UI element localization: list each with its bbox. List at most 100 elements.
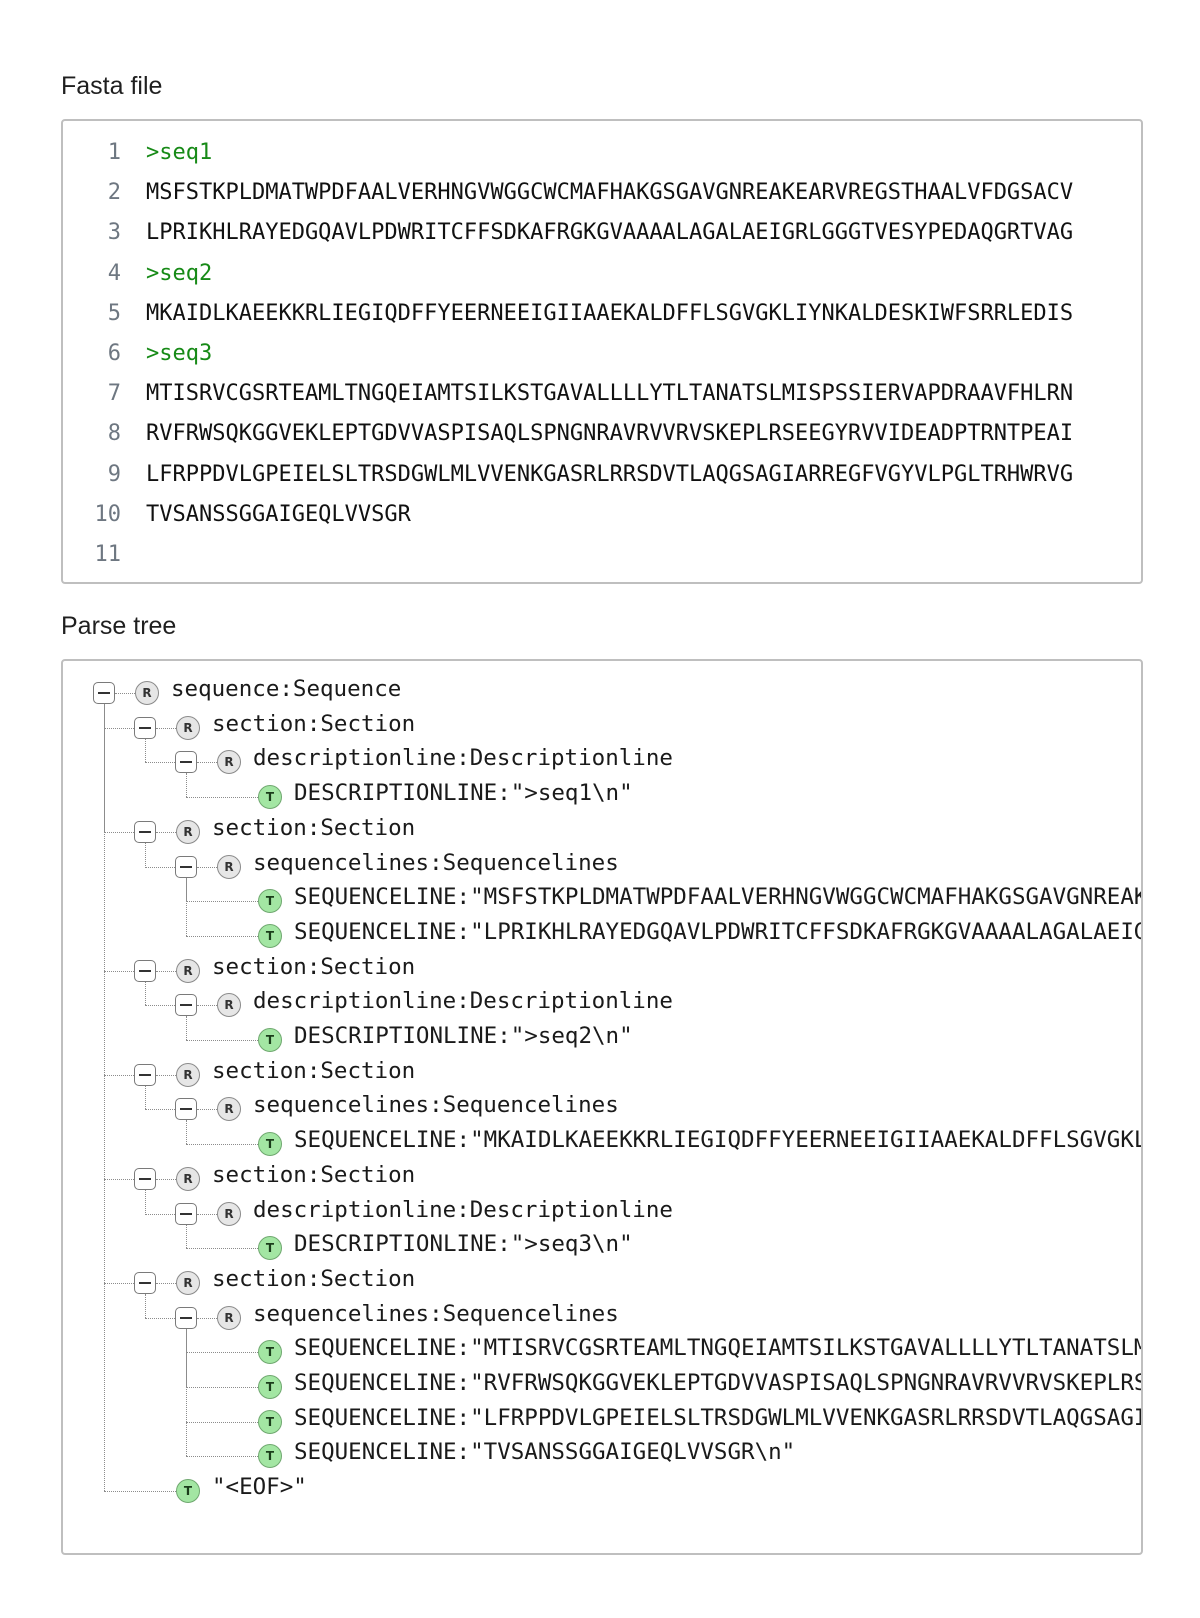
collapse-toggle[interactable] — [175, 1306, 197, 1329]
token-icon: T — [258, 889, 282, 914]
collapse-toggle[interactable] — [175, 994, 197, 1017]
node-label[interactable]: descriptionline:Descriptionline — [253, 1196, 673, 1223]
node-label[interactable]: "<EOF>" — [212, 1474, 307, 1501]
node-label[interactable]: section:Section — [212, 710, 416, 737]
node-label[interactable]: section:Section — [212, 814, 416, 841]
token-node: T SEQUENCELINE:"MTISRVCGSRTEAMLTNGQEIAMTS… — [63, 1333, 1141, 1369]
code-line[interactable]: 1 >seq1 — [63, 136, 1141, 176]
node-label[interactable]: section:Section — [212, 1265, 416, 1292]
line-number: 3 — [107, 220, 121, 246]
fasta-header-text[interactable]: >seq3 — [146, 340, 213, 366]
line-number: 6 — [107, 340, 121, 366]
token-node: T SEQUENCELINE:"LFRPPDVLGPEIELSLTRSDGWLML… — [63, 1403, 1141, 1439]
node-label[interactable]: DESCRIPTIONLINE:">seq1\n" — [294, 780, 633, 807]
sequence-text[interactable]: MSFSTKPLDMATWPDFAALVERHNGVWGGCWCMAFHAKGS… — [146, 180, 1074, 206]
collapse-toggle[interactable] — [175, 855, 197, 878]
node-label[interactable]: SEQUENCELINE:"MSFSTKPLDMATWPDFAALVERHNGV… — [294, 884, 1143, 911]
line-number: 5 — [107, 300, 121, 326]
node-label[interactable]: SEQUENCELINE:"LPRIKHLRAYEDGQAVLPDWRITCFF… — [294, 918, 1143, 945]
code-line[interactable]: 11 — [63, 538, 1141, 578]
collapse-toggle[interactable] — [134, 716, 156, 739]
node-label[interactable]: SEQUENCELINE:"RVFRWSQKGGVEKLEPTGDVVASPIS… — [294, 1370, 1143, 1396]
code-line[interactable]: 5 MKAIDLKAEEKKRLIEGIQDFFYEERNEEIGIIAAEKAL… — [63, 297, 1141, 337]
node-label[interactable]: descriptionline:Descriptionline — [253, 988, 673, 1015]
rule-icon: R — [176, 819, 200, 844]
code-line[interactable]: 8 RVFRWSQKGGVEKLEPTGDVVASPISAQLSPNGNRAVRV… — [63, 417, 1141, 457]
collapse-toggle[interactable] — [134, 1063, 156, 1086]
tree-connector — [145, 1189, 146, 1214]
collapse-toggle[interactable] — [134, 820, 156, 843]
sequence-text[interactable]: MTISRVCGSRTEAMLTNGQEIAMTSILKSTGAVALLLLYT… — [146, 381, 1074, 407]
node-label[interactable]: DESCRIPTIONLINE:">seq3\n" — [294, 1231, 633, 1258]
sequence-text[interactable]: TVSANSSGGAIGEQLVVSGR — [146, 501, 411, 527]
tree-connector — [145, 1005, 175, 1007]
tree-connector — [186, 1040, 258, 1041]
token-icon: T — [258, 1409, 282, 1434]
node-label[interactable]: SEQUENCELINE:"MTISRVCGSRTEAMLTNGQEIAMTSI… — [294, 1335, 1143, 1362]
code-line[interactable]: 6 >seq3 — [63, 337, 1141, 377]
collapse-toggle[interactable] — [175, 751, 197, 774]
tree-connector — [186, 797, 258, 799]
collapse-toggle[interactable] — [93, 682, 115, 704]
node-label[interactable]: SEQUENCELINE:"LFRPPDVLGPEIELSLTRSDGWLMLV… — [294, 1404, 1143, 1431]
collapse-toggle[interactable] — [134, 1271, 156, 1294]
collapse-toggle[interactable] — [175, 1098, 197, 1121]
sequence-text[interactable]: LPRIKHLRAYEDGQAVLPDWRITCFFSDKAFRGKGVAAAA… — [146, 220, 1074, 246]
collapse-toggle[interactable] — [175, 1202, 197, 1225]
collapse-toggle[interactable] — [134, 1167, 156, 1190]
tree-connector — [104, 1282, 134, 1284]
rule-icon: R — [176, 1270, 200, 1295]
token-icon: T — [258, 1340, 282, 1365]
tree-connector — [145, 842, 146, 867]
node-label[interactable]: sequencelines:Sequencelines — [253, 849, 619, 876]
node-label[interactable]: section:Section — [212, 953, 416, 980]
collapse-toggle[interactable] — [134, 959, 156, 982]
node-label[interactable]: SEQUENCELINE:"MKAIDLKAEEKKRLIEGIQDFFYEER… — [294, 1127, 1143, 1154]
fasta-header-text[interactable]: >seq1 — [146, 140, 213, 165]
node-label[interactable]: sequencelines:Sequencelines — [253, 1092, 619, 1119]
code-line[interactable]: 4>seq2 — [63, 257, 1141, 297]
tree-connector — [197, 866, 217, 868]
token-node: T SEQUENCELINE:"MSFSTKPLDMATWPDFAALVERHNG… — [63, 882, 1141, 918]
code-line[interactable]: 3 LPRIKHLRAYEDGQAVLPDWRITCFFSDKAFRGKGVAAA… — [63, 216, 1141, 256]
sequence-text[interactable]: MKAIDLKAEEKKRLIEGIQDFFYEERNEEIGIIAAEKALD… — [146, 300, 1074, 326]
node-label[interactable]: SEQUENCELINE:"TVSANSSGGAIGEQLVVSGR\n" — [294, 1439, 796, 1466]
rule-icon: R — [176, 715, 200, 740]
line-number: 1 — [107, 140, 121, 165]
token-node: T "<EOF>" — [63, 1472, 1141, 1508]
node-label[interactable]: DESCRIPTIONLINE:">seq2\n" — [294, 1023, 633, 1049]
tree-connector — [145, 762, 175, 764]
tree-connector — [145, 1213, 175, 1215]
node-label[interactable]: descriptionline:Descriptionline — [253, 745, 673, 772]
rule-icon: R — [176, 958, 200, 983]
token-icon: T — [258, 1375, 282, 1399]
tree-connector — [104, 704, 105, 1492]
sequence-text[interactable]: LFRPPDVLGPEIELSLTRSDGWLMLVVENKGASRLRRSDV… — [146, 461, 1074, 487]
token-icon: T — [258, 1236, 282, 1261]
tree-connector — [145, 981, 146, 1006]
node-label[interactable]: sequencelines:Sequencelines — [253, 1300, 619, 1327]
line-number: 11 — [94, 541, 122, 567]
fasta-header-text[interactable]: >seq2 — [146, 260, 213, 286]
node-label[interactable]: sequence:Sequence — [171, 676, 402, 702]
node-label[interactable]: section:Section — [212, 1057, 416, 1084]
tree-connector — [104, 1491, 176, 1493]
node-label[interactable]: section:Section — [212, 1161, 416, 1188]
line-number: 8 — [107, 421, 121, 447]
sequence-text[interactable]: RVFRWSQKGGVEKLEPTGDVVASPISAQLSPNGNRAVRVV… — [146, 421, 1074, 447]
token-icon: T — [176, 1479, 200, 1504]
